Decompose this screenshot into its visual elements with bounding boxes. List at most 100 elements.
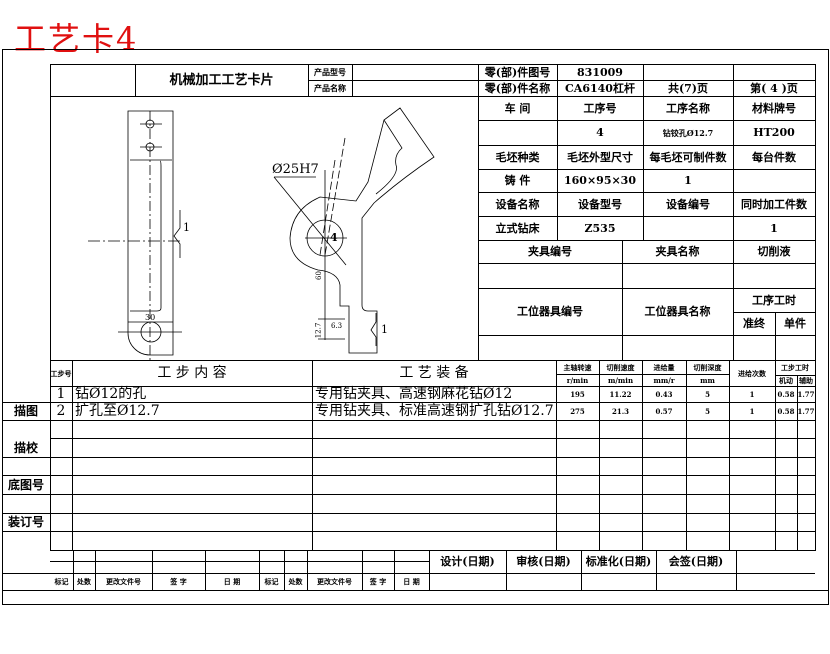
step-time-header: 工步工时 — [781, 363, 809, 372]
station-tool-no-label: 工位器具编号 — [517, 305, 583, 318]
card-name: 机械加工工艺卡片 — [169, 72, 274, 88]
height-dimension: 60 — [314, 271, 323, 280]
speed: 21.3 — [611, 406, 630, 416]
part-name-label: 零(部)件名称 — [484, 81, 551, 95]
fixture-no-label: 夹具编号 — [528, 245, 572, 258]
equipment-header: 工 艺 装 备 — [399, 365, 469, 381]
op-no: 4 — [596, 126, 604, 139]
prep-time-label: 准终 — [743, 317, 765, 330]
speed-unit: m/min — [607, 375, 634, 385]
part-front-view — [273, 107, 435, 354]
mark-label: 标记 — [54, 577, 69, 586]
step-equipment: 专用钻夹具、高速钢麻花钻Ø12 — [315, 386, 513, 402]
part-drawing-no: 831009 — [577, 65, 623, 79]
workshop-label: 车 间 — [504, 101, 531, 115]
step-no-header: 工步号 — [50, 368, 72, 378]
mark-label-2: 标记 — [264, 577, 279, 586]
review-date-label: 审核(日期) — [516, 555, 571, 568]
feature-number: 4 — [330, 231, 338, 244]
check-label: 描校 — [13, 440, 38, 455]
op-name-label: 工序名称 — [666, 101, 710, 115]
aux-time-header: 辅助 — [799, 376, 813, 385]
feed: 0.43 — [655, 389, 673, 399]
machine-time-header: 机动 — [779, 376, 793, 385]
sign-label: 签 字 — [170, 577, 187, 586]
standard-date-label: 标准化(日期) — [585, 555, 652, 568]
speed: 11.22 — [609, 389, 632, 399]
change-doc-label: 更改文件号 — [106, 577, 141, 586]
material-label: 材料牌号 — [752, 101, 796, 115]
simul-label: 同时加工件数 — [741, 197, 807, 211]
feed-unit: mm/r — [653, 375, 675, 385]
coolant-label: 切削液 — [757, 245, 791, 258]
equip-name: 立式钻床 — [495, 221, 540, 235]
spindle-header: 主轴转速 — [563, 362, 592, 372]
equip-name-label: 设备名称 — [495, 197, 540, 211]
step-equipment: 专用钻夹具、标准高速钢扩孔钻Ø12.7 — [315, 403, 554, 419]
depth: 5 — [705, 389, 710, 399]
spindle: 195 — [570, 389, 585, 399]
date-label-2: 日 期 — [403, 577, 420, 586]
fixture-name-label: 夹具名称 — [655, 245, 700, 258]
change-doc-label-2: 更改文件号 — [317, 577, 352, 586]
feed-header: 进给量 — [653, 362, 675, 372]
locator-mark-2: 1 — [381, 323, 388, 336]
passes-header: 进给次数 — [738, 368, 766, 378]
op-no-label: 工序号 — [583, 101, 617, 115]
count-label: 处数 — [77, 577, 91, 586]
depth: 5 — [705, 406, 710, 416]
total-pages: 共(7)页 — [667, 81, 709, 95]
hole-dimension: Ø25H7 — [272, 162, 319, 177]
op-time-label: 工序工时 — [752, 293, 796, 307]
unit-time-label: 单件 — [784, 317, 806, 330]
trace-label: 描图 — [13, 404, 38, 418]
machine-time: 0.58 — [777, 406, 795, 416]
speed-header: 切削速度 — [606, 362, 635, 372]
blank-size-label: 毛坯外型尺寸 — [567, 150, 633, 164]
page-number: 第( 4 )页 — [750, 81, 798, 95]
material: HT200 — [753, 126, 795, 139]
countersign-date-label: 会签(日期) — [668, 555, 724, 568]
sign-label-2: 签 字 — [369, 577, 387, 586]
aux-time: 1.77 — [797, 389, 815, 399]
feed: 0.57 — [655, 406, 673, 416]
blank-type: 铸 件 — [504, 174, 531, 187]
station-tool-name-label: 工位器具名称 — [644, 305, 711, 318]
roughness-symbol: 6.3 — [331, 322, 343, 330]
design-date-label: 设计(日期) — [440, 555, 495, 568]
part-side-view — [88, 110, 182, 360]
per-machine-label: 每台件数 — [752, 150, 796, 164]
step-content: 钻Ø12的孔 — [75, 386, 147, 402]
locator-mark-1: 1 — [183, 221, 190, 234]
date-label: 日 期 — [223, 577, 241, 586]
count-label-2: 处数 — [288, 577, 303, 586]
equip-model-label: 设备型号 — [578, 197, 622, 211]
per-blank-label: 每毛坯可制件数 — [649, 150, 727, 164]
blank-size: 160×95×30 — [563, 174, 636, 187]
card-title: 工艺卡4 — [14, 20, 139, 58]
product-name-label: 产品名称 — [314, 83, 346, 93]
op-name: 钻铰孔Ø12.7 — [662, 127, 714, 138]
product-model-label: 产品型号 — [314, 67, 346, 77]
step-content: 扩孔至Ø12.7 — [75, 403, 160, 419]
blank-type-label: 毛坯种类 — [495, 150, 540, 164]
offset-dimension: 12.7 — [314, 322, 323, 339]
per-blank: 1 — [684, 174, 692, 187]
part-name: CA6140杠杆 — [565, 81, 635, 95]
simul: 1 — [770, 221, 778, 235]
step-content-header: 工 步 内 容 — [157, 365, 227, 381]
aux-time: 1.77 — [797, 406, 815, 416]
width-dimension: 30 — [145, 313, 156, 322]
equip-model: Z535 — [584, 221, 616, 235]
binding-no-label: 装订号 — [7, 515, 44, 529]
part-drawing-no-label: 零(部)件图号 — [484, 65, 551, 79]
spindle-unit: r/min — [566, 375, 589, 385]
depth-header: 切削深度 — [693, 362, 722, 372]
step-no: 1 — [56, 386, 66, 402]
base-no-label: 底图号 — [7, 477, 44, 492]
equip-no-label: 设备编号 — [666, 197, 710, 211]
passes: 1 — [749, 406, 755, 416]
spindle: 275 — [570, 406, 585, 416]
